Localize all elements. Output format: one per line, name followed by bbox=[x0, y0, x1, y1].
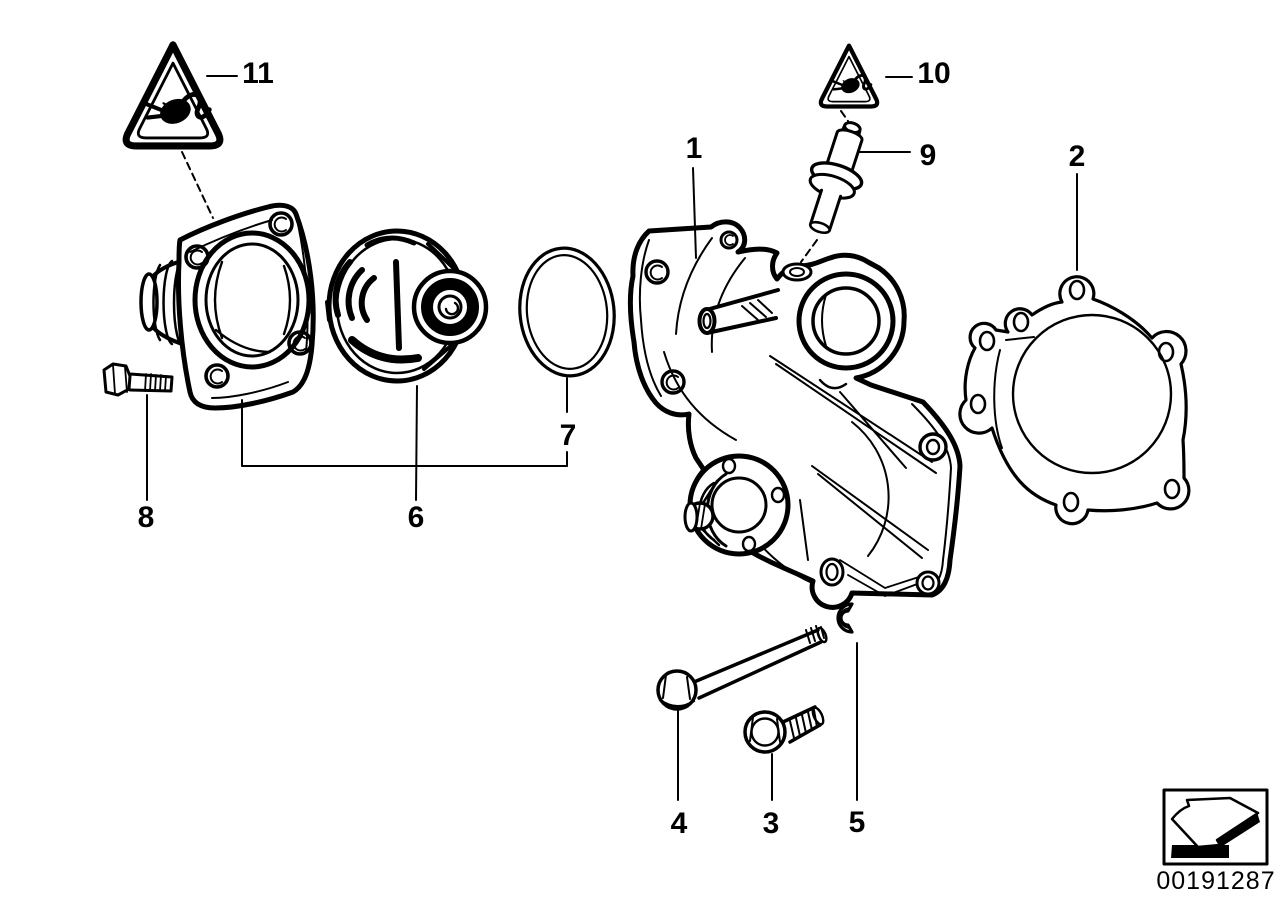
callout-labels: 1 2 3 4 5 6 7 8 9 10 11 bbox=[138, 57, 1086, 840]
warning-triangle-right bbox=[821, 46, 877, 107]
short-bolt bbox=[743, 705, 825, 754]
temperature-sensor bbox=[808, 121, 864, 235]
water-pump bbox=[627, 219, 963, 610]
callout-label-2[interactable]: 2 bbox=[1069, 140, 1086, 173]
housing-bolt bbox=[102, 362, 174, 397]
callout-label-3[interactable]: 3 bbox=[763, 807, 780, 840]
drawing-number: 00191287 bbox=[1156, 867, 1275, 895]
water-pump-gasket bbox=[958, 275, 1191, 526]
o-ring bbox=[518, 246, 616, 378]
callout-lines bbox=[146, 75, 1078, 801]
callout-label-10[interactable]: 10 bbox=[917, 57, 950, 90]
callout-label-11[interactable]: 11 bbox=[242, 57, 274, 90]
callout-label-8[interactable]: 8 bbox=[138, 501, 155, 534]
callout-label-5[interactable]: 5 bbox=[849, 806, 866, 839]
thermostat bbox=[325, 228, 489, 384]
long-bolt bbox=[656, 625, 828, 711]
thermostat-housing-cover bbox=[139, 202, 316, 411]
arrow-down-left-icon bbox=[1170, 796, 1260, 858]
callout-label-1[interactable]: 1 bbox=[686, 132, 703, 165]
callout-label-6[interactable]: 6 bbox=[408, 501, 425, 534]
footer-nav-box[interactable] bbox=[1162, 788, 1269, 866]
housing-bolt-holes bbox=[184, 211, 313, 389]
callout-label-9[interactable]: 9 bbox=[920, 139, 937, 172]
callout-label-4[interactable]: 4 bbox=[671, 807, 688, 840]
gasket-bolt-holes bbox=[969, 279, 1181, 513]
callout-label-7[interactable]: 7 bbox=[560, 419, 577, 452]
retaining-clip bbox=[836, 602, 854, 634]
warning-triangle-left bbox=[126, 45, 220, 146]
